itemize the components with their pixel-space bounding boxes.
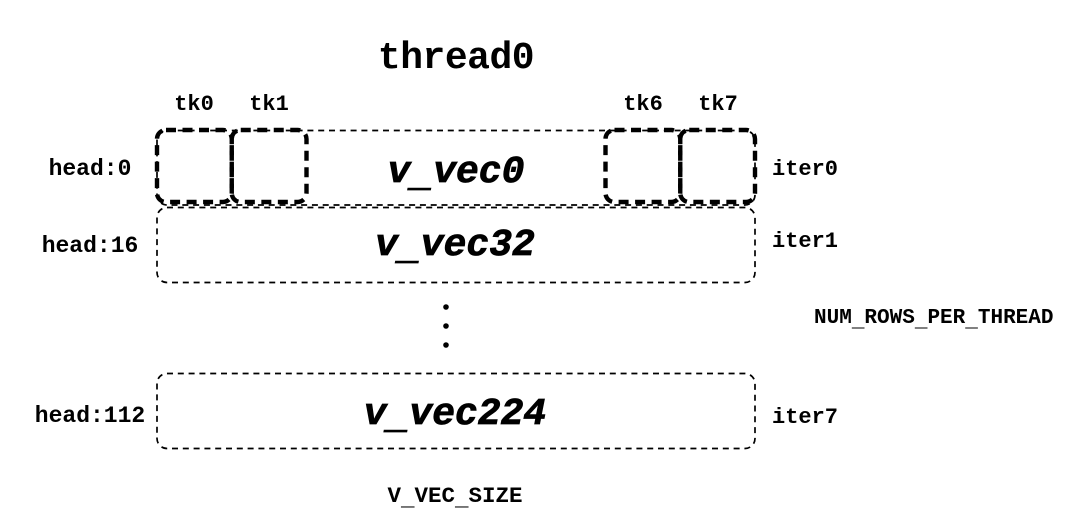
svg-text:iter0: iter0 bbox=[772, 157, 838, 182]
svg-text:head:0: head:0 bbox=[49, 156, 132, 182]
svg-text:iter1: iter1 bbox=[772, 229, 838, 254]
svg-text:tk1: tk1 bbox=[249, 92, 289, 117]
svg-text:v_vec32: v_vec32 bbox=[375, 224, 535, 271]
svg-text:V_VEC_SIZE: V_VEC_SIZE bbox=[387, 483, 522, 512]
svg-text:tk7: tk7 bbox=[698, 92, 738, 117]
svg-text:thread0: thread0 bbox=[378, 37, 534, 80]
svg-text:head:112: head:112 bbox=[35, 403, 145, 429]
svg-text:tk0: tk0 bbox=[174, 92, 214, 117]
svg-text:head:16: head:16 bbox=[42, 233, 139, 259]
svg-text:tk6: tk6 bbox=[623, 92, 663, 117]
svg-text:NUM_ROWS_PER_THREAD: NUM_ROWS_PER_THREAD bbox=[814, 307, 1054, 333]
svg-text:v_vec0: v_vec0 bbox=[388, 151, 525, 198]
svg-text:iter7: iter7 bbox=[772, 405, 838, 430]
svg-text:v_vec224: v_vec224 bbox=[364, 393, 546, 440]
